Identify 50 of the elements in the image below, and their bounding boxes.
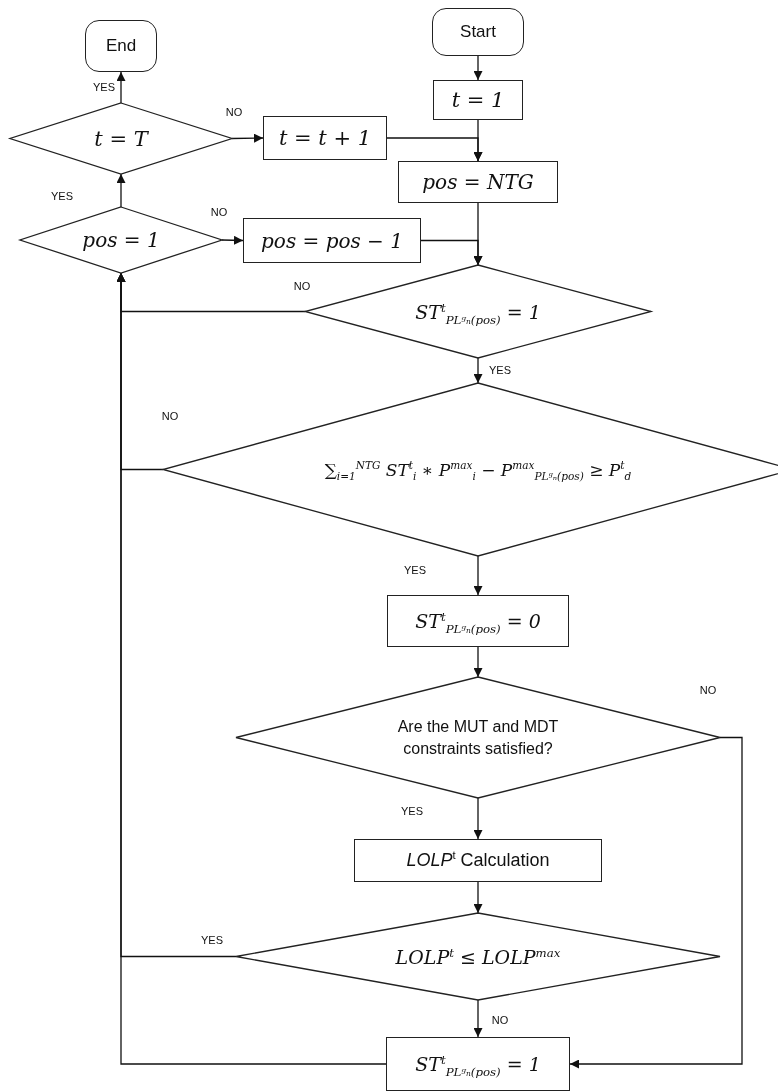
formula-text: pos = pos − 1	[261, 228, 403, 253]
node-text: End	[105, 36, 137, 56]
arrow	[473, 881, 483, 914]
arrow	[473, 999, 483, 1038]
arrow	[473, 55, 483, 81]
arrow	[116, 173, 126, 208]
formula-text: t = 1	[451, 88, 505, 112]
formula-text: pos = 1	[82, 228, 160, 252]
process-box	[433, 80, 523, 120]
process-box	[354, 839, 602, 882]
edge-label: YES	[403, 564, 427, 576]
edge-label: YES	[200, 934, 224, 946]
process-box	[387, 595, 569, 647]
arrow	[116, 71, 126, 104]
process-box	[243, 218, 421, 263]
edge-label: NO	[224, 106, 244, 118]
terminal-box	[432, 8, 524, 56]
arrow	[420, 239, 483, 266]
formula-text: LOLP$^{t}$ ≤ LOLP$^{max}$	[395, 945, 561, 968]
node-text: Start	[460, 22, 496, 42]
node-text: Are the MUT and MDT constraints satisfied?	[396, 716, 560, 759]
process-box	[386, 1037, 570, 1091]
process-box	[398, 161, 558, 203]
edge-label: YES	[488, 364, 512, 376]
arrow	[473, 797, 483, 840]
edge-label: NO	[698, 684, 718, 696]
edge-label: YES	[400, 805, 424, 817]
edge-label: YES	[50, 190, 74, 202]
decision-diamond	[236, 677, 720, 798]
edge-label: NO	[292, 280, 312, 292]
node-text: LOLP$^{t}$ Calculation	[406, 850, 550, 871]
arrow	[473, 646, 483, 678]
edge-label: NO	[209, 206, 229, 218]
arrow	[221, 235, 244, 245]
process-box	[263, 116, 387, 160]
edge-label: NO	[490, 1014, 510, 1026]
edge-label: YES	[92, 81, 116, 93]
formula-text: t = t + 1	[278, 126, 372, 150]
arrow	[473, 555, 483, 596]
arrow	[231, 133, 264, 143]
formula-text: pos = NTG	[422, 170, 534, 194]
edge-label: NO	[160, 410, 180, 422]
arrow	[473, 357, 483, 384]
arrow	[569, 736, 743, 1069]
terminal-box	[85, 20, 157, 72]
decision-diamond	[236, 913, 720, 1000]
decision-diamond	[163, 383, 778, 556]
arrow	[116, 272, 387, 1065]
formula-text: t = T	[94, 126, 148, 151]
arrow	[386, 137, 483, 162]
